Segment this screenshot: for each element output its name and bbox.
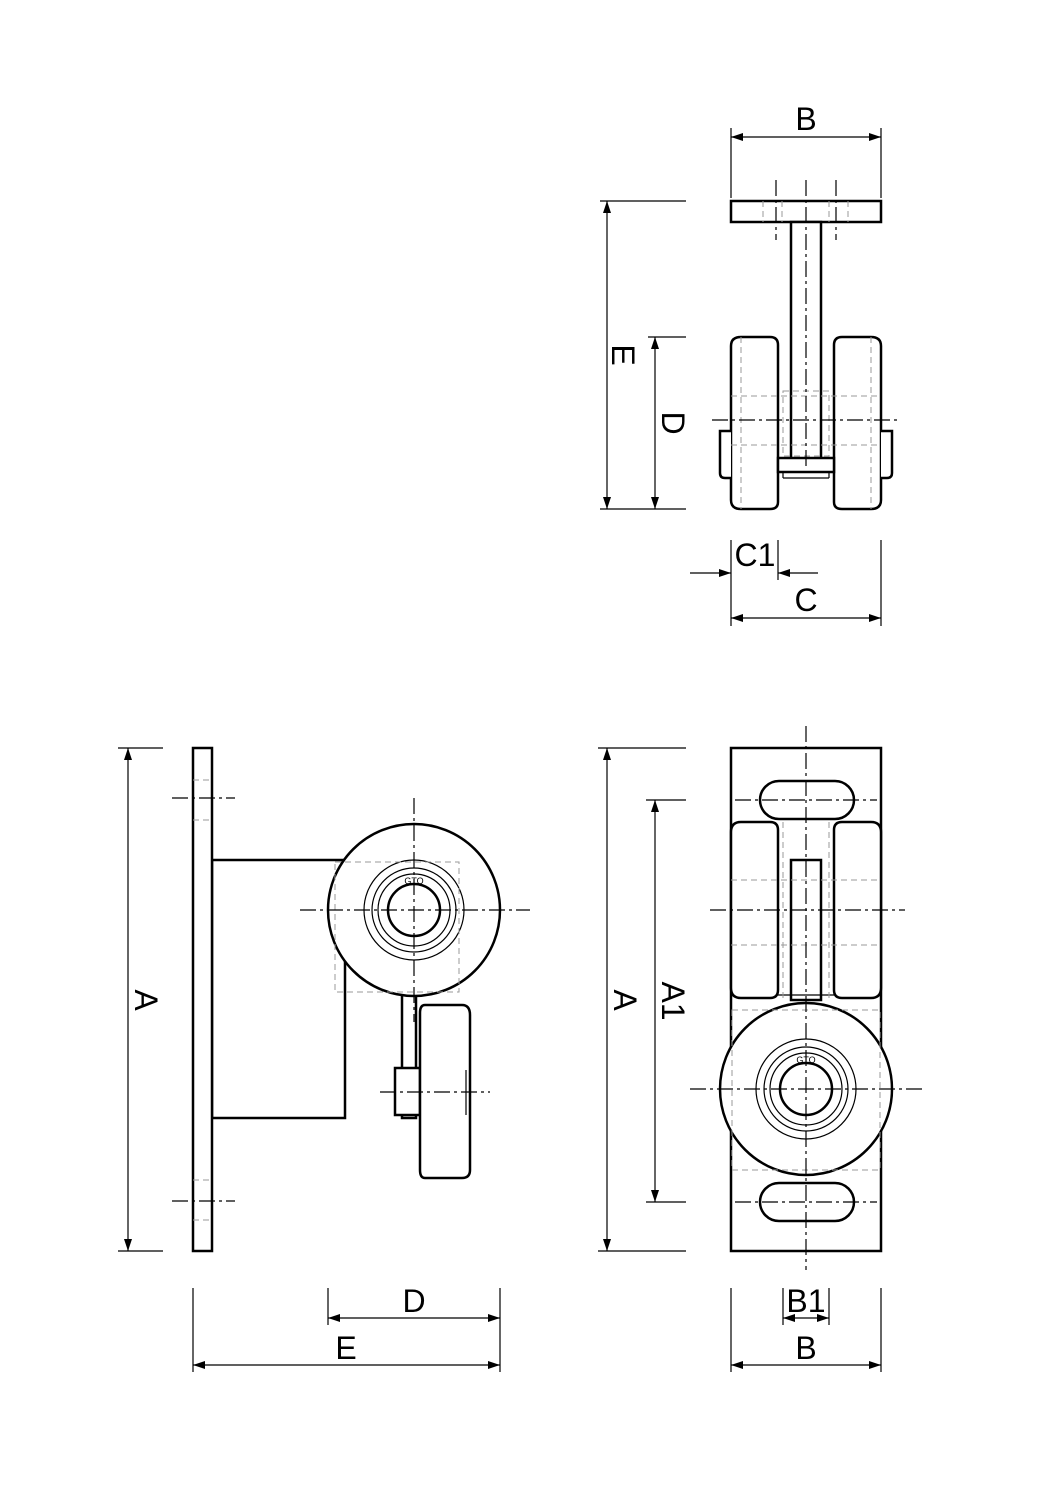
front-left-wheel [729, 820, 780, 1000]
front-view: GTO A A1 B1 B [598, 726, 925, 1372]
front-view-label-a1: A1 [655, 981, 691, 1020]
side-view-label-d: D [402, 1283, 425, 1319]
left-wheel [729, 335, 780, 511]
end-view: B E D C1 C [600, 101, 900, 626]
side-view-label-a: A [128, 989, 164, 1011]
bottom-slot [758, 1181, 856, 1223]
front-view-label-a: A [607, 989, 643, 1011]
left-clip [718, 429, 731, 480]
end-view-label-d: D [655, 411, 691, 434]
top-slot [758, 779, 856, 821]
right-wheel [832, 335, 883, 511]
side-view: GTO A D E [118, 746, 530, 1372]
front-view-label-b: B [795, 1330, 816, 1366]
end-view-label-e: E [605, 344, 641, 365]
arm-body [210, 858, 347, 1120]
front-view-label-b1: B1 [786, 1283, 825, 1319]
end-view-label-c1: C1 [735, 537, 776, 573]
right-clip [881, 429, 894, 480]
end-view-label-b: B [795, 101, 816, 137]
side-mounting-plate [191, 746, 214, 1253]
end-view-label-c: C [794, 582, 817, 618]
side-view-label-e: E [335, 1330, 356, 1366]
